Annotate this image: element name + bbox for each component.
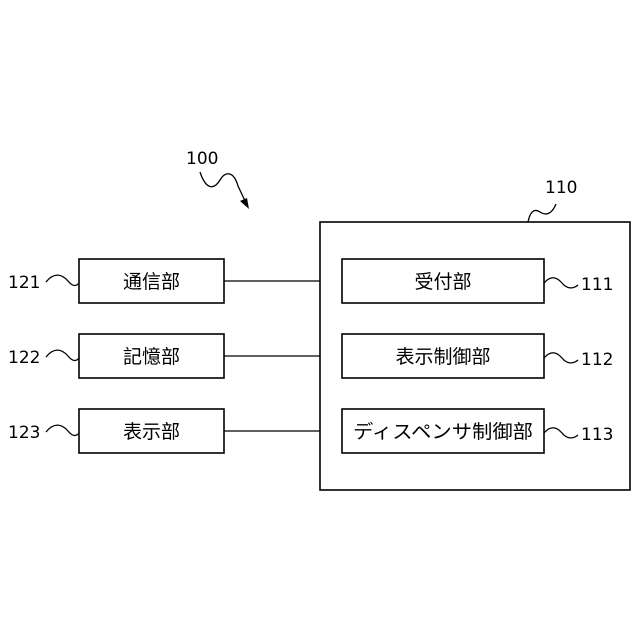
controller-ref-leader (528, 204, 556, 222)
peripheral-display: 表示部 (79, 409, 224, 453)
display-ref-label: 123 (8, 423, 40, 443)
display-unit-label: 表示部 (123, 421, 180, 443)
system-ref-label: 100 (186, 149, 218, 169)
reception-unit-label: 受付部 (414, 271, 471, 293)
dispenser-control-unit-label: ディスペンサ制御部 (353, 421, 533, 443)
communication-ref-label: 121 (8, 273, 40, 293)
display-ref-leader (46, 425, 79, 435)
unit-reception: 受付部 (342, 259, 544, 303)
controller-ref-label: 110 (545, 178, 577, 198)
peripheral-communication: 通信部 (79, 259, 224, 303)
display-control-ref-label: 112 (581, 350, 613, 370)
unit-display-control: 表示制御部 (342, 334, 544, 378)
storage-ref-leader (46, 350, 79, 360)
unit-dispenser-control: ディスペンサ制御部 (342, 409, 544, 453)
peripheral-storage: 記憶部 (79, 334, 224, 378)
storage-unit-label: 記憶部 (123, 346, 180, 368)
system-ref-arrowhead (240, 198, 249, 209)
communication-ref-leader (46, 275, 79, 285)
system-ref-leader (200, 172, 247, 205)
display-control-unit-label: 表示制御部 (395, 346, 490, 368)
reception-ref-label: 111 (581, 275, 613, 295)
communication-unit-label: 通信部 (123, 271, 180, 293)
dispenser-control-ref-label: 113 (581, 425, 613, 445)
storage-ref-label: 122 (8, 348, 40, 368)
